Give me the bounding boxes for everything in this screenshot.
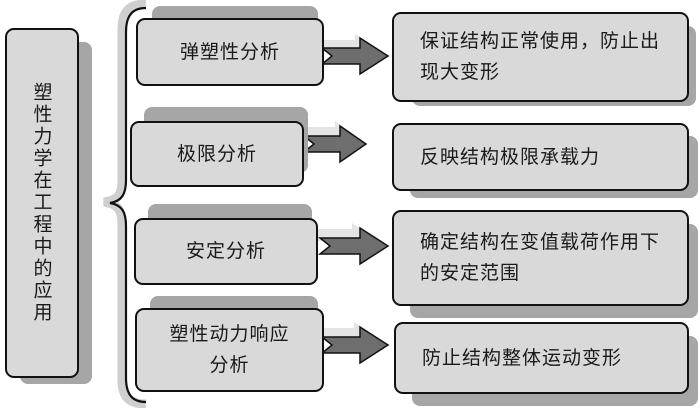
result-box-1: 保证结构正常使用，防止出现大变形 bbox=[392, 12, 689, 102]
root-box: 塑性力学在工程中的应用 bbox=[5, 28, 79, 378]
analysis-label-1: 弹塑性分析 bbox=[179, 40, 280, 63]
result-text-3: 确定结构在变值载荷作用下的安定范围 bbox=[420, 231, 661, 284]
analysis-box-3: 安定分析 bbox=[134, 218, 318, 285]
analysis-box-1: 弹塑性分析 bbox=[136, 18, 324, 86]
arrow-1 bbox=[319, 34, 390, 76]
arrow-4 bbox=[319, 322, 390, 365]
brace-shadow bbox=[103, 0, 147, 408]
arrow-3 bbox=[317, 223, 390, 266]
result-text-1: 保证结构正常使用，防止出现大变形 bbox=[420, 30, 661, 83]
result-text-2: 反映结构极限承载力 bbox=[420, 145, 601, 168]
arrow-2 bbox=[301, 121, 368, 164]
result-box-4: 防止结构整体运动变形 bbox=[394, 322, 689, 394]
result-box-2: 反映结构极限承载力 bbox=[392, 123, 689, 191]
brace bbox=[109, 6, 147, 404]
analysis-box-4: 塑性动力响应分析 bbox=[135, 308, 324, 392]
analysis-label-2: 极限分析 bbox=[176, 142, 257, 165]
analysis-box-2: 极限分析 bbox=[130, 121, 304, 187]
result-text-4: 防止结构整体运动变形 bbox=[422, 346, 623, 369]
result-box-3: 确定结构在变值载荷作用下的安定范围 bbox=[392, 210, 689, 306]
analysis-label-3: 安定分析 bbox=[185, 240, 266, 262]
analysis-label-4: 塑性动力响应分析 bbox=[169, 323, 290, 376]
root-label: 塑性力学在工程中的应用 bbox=[30, 82, 53, 324]
